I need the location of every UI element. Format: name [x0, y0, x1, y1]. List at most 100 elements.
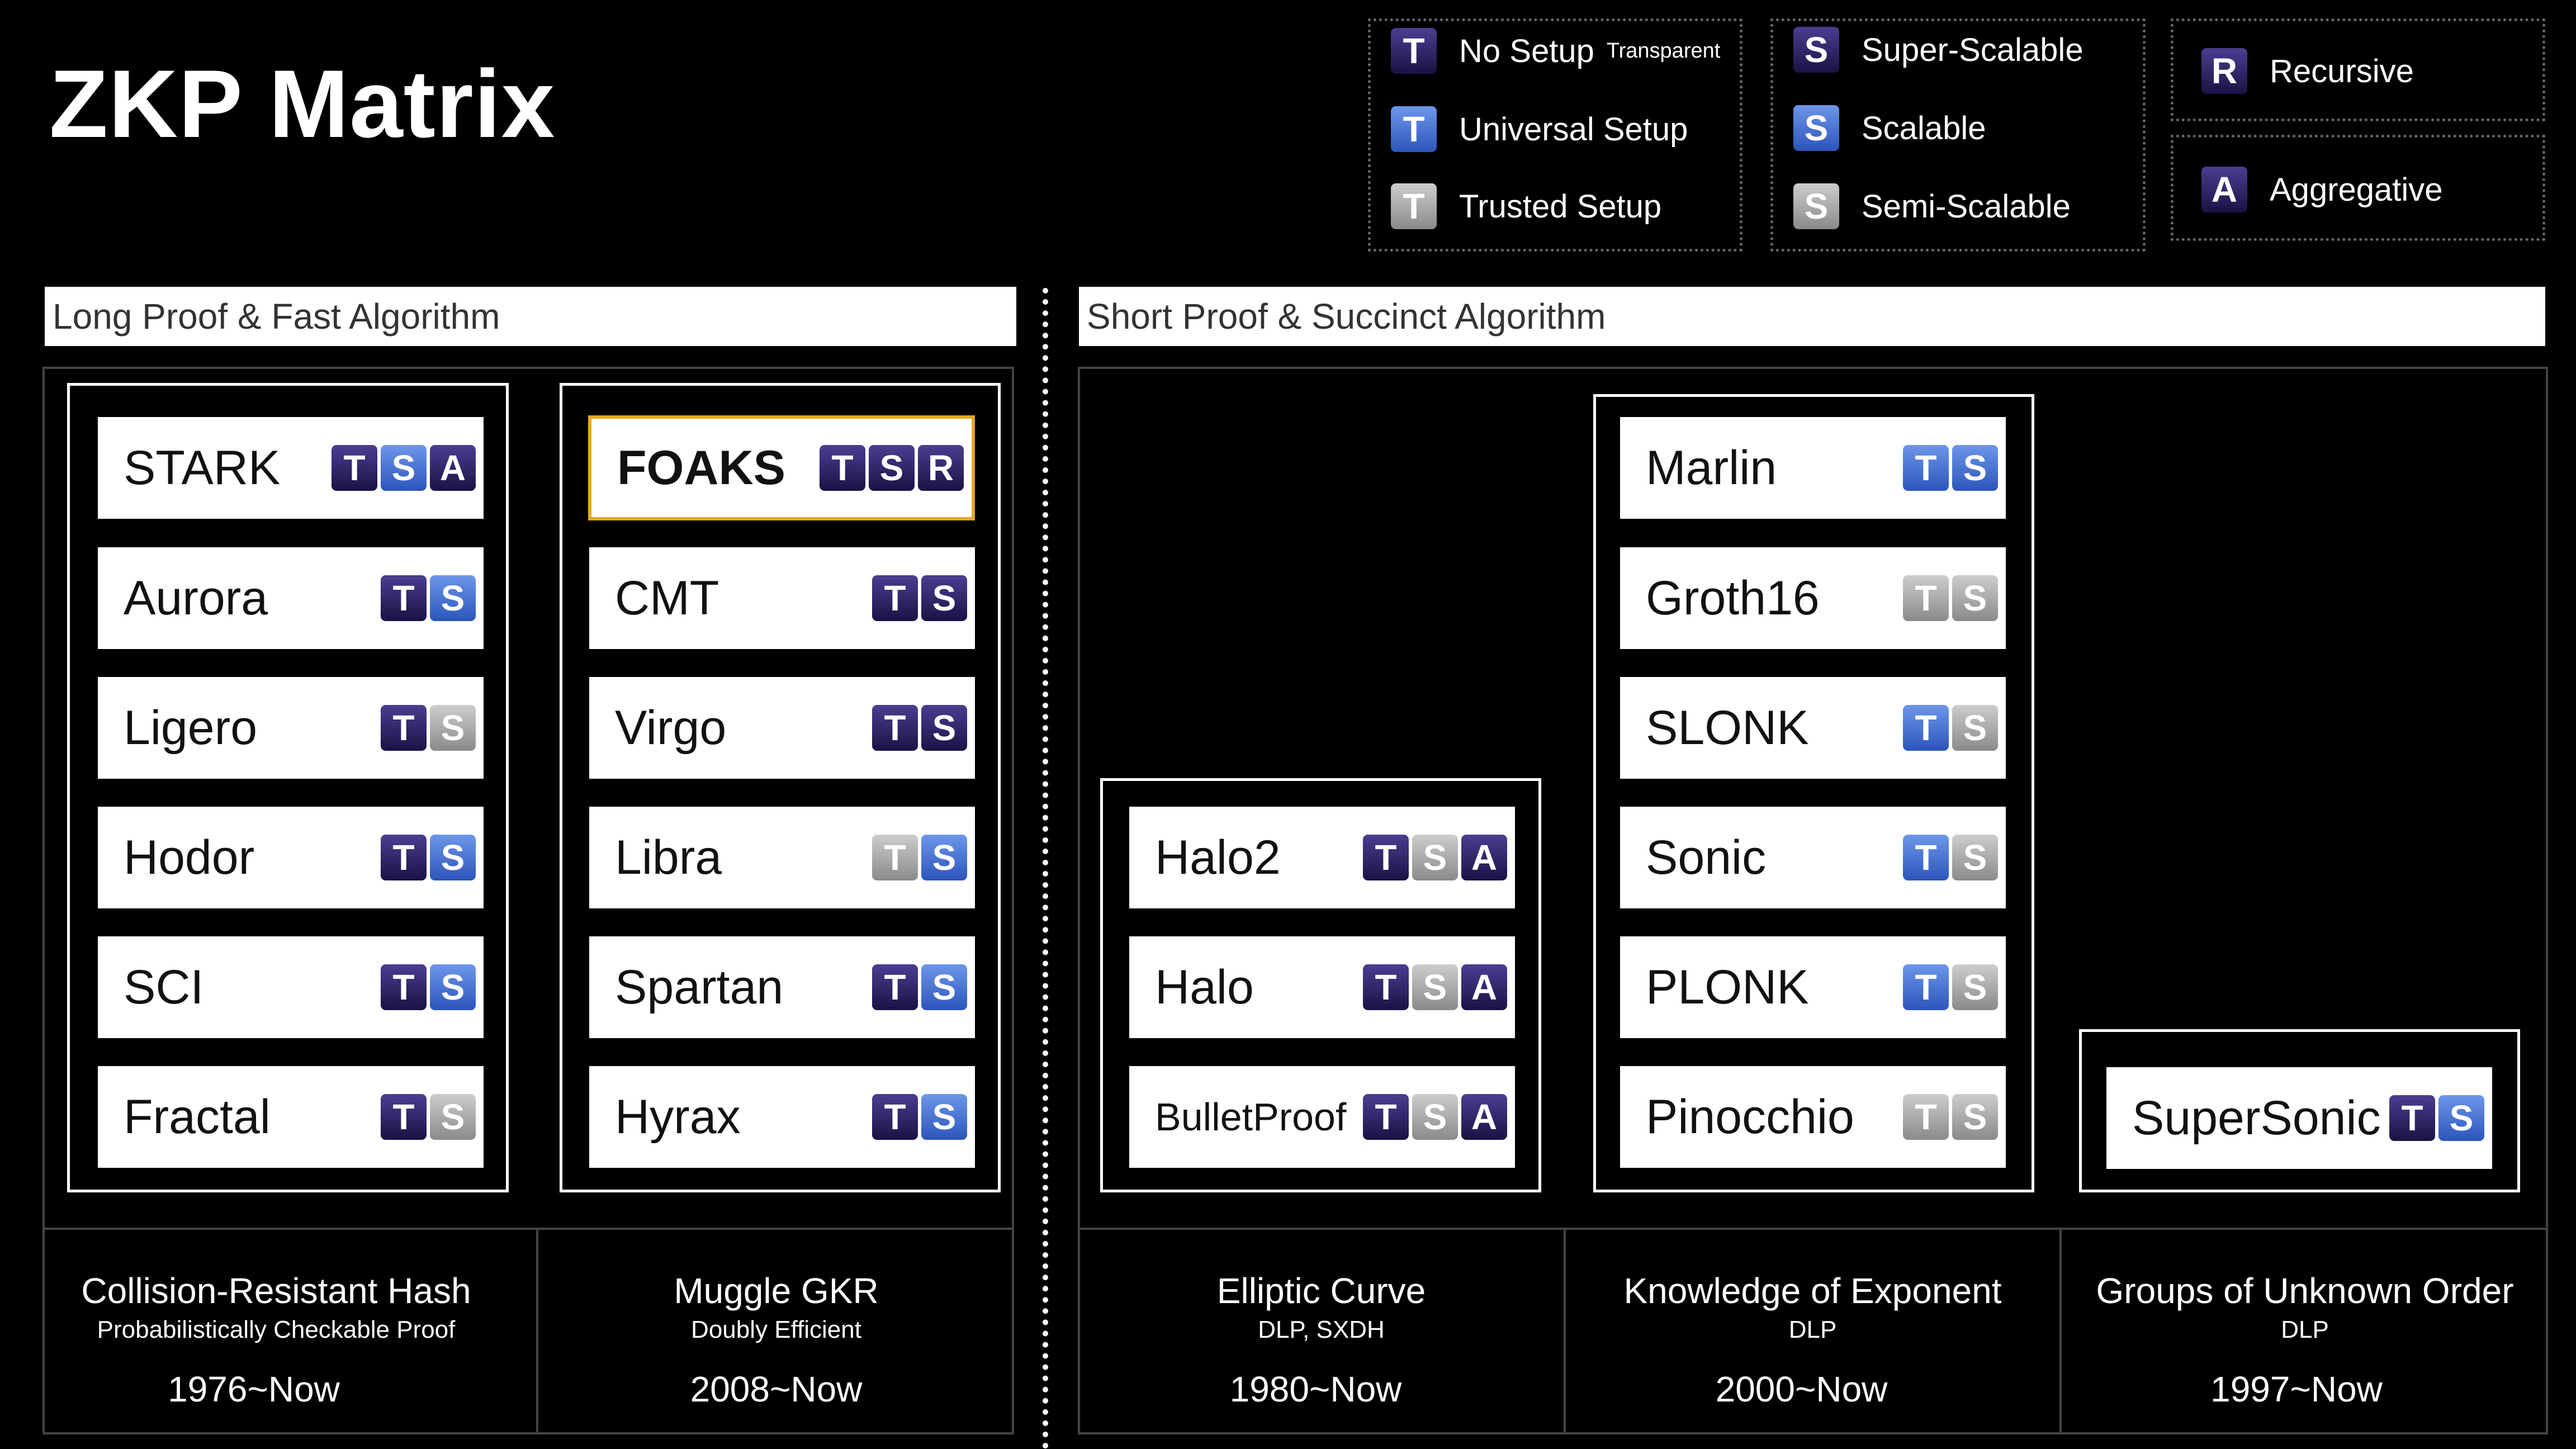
semi-scalable-badge-icon: S	[1952, 1094, 1998, 1140]
scalable-badge-icon: S	[921, 1094, 967, 1140]
column-label-koe: Knowledge of Exponent DLP 2000~Now	[1566, 1270, 2059, 1410]
semi-scalable-badge-icon: S	[430, 1094, 476, 1140]
column-label-gkr: Muggle GKR Doubly Efficient 2008~Now	[538, 1270, 1014, 1410]
legend-label: Super-Scalable	[1862, 31, 2083, 68]
column-years: 2000~Now	[1715, 1369, 1888, 1409]
transparent-badge-icon: T	[820, 445, 865, 491]
column-years: 1976~Now	[168, 1369, 340, 1409]
scheme-name: Groth16	[1646, 571, 1820, 625]
gkr-group-frame	[560, 383, 1001, 1192]
hash-group-frame	[67, 383, 509, 1192]
column-years: 1980~Now	[1229, 1369, 1402, 1409]
column-title: Muggle GKR	[674, 1271, 879, 1311]
scheme-name: SLONK	[1646, 700, 1809, 755]
page-title: ZKP Matrix	[49, 50, 556, 158]
koe-group-frame	[1593, 394, 2034, 1192]
legend-label: Universal Setup	[1459, 111, 1688, 148]
scheme-name: Hodor	[124, 830, 255, 884]
column-subtitle: Probabilistically Checkable Proof	[97, 1316, 456, 1343]
footer-divider-1	[536, 1228, 538, 1434]
transparent-badge-icon: T	[1363, 835, 1409, 880]
scheme-name: SuperSonic	[2132, 1091, 2381, 1145]
transparent-badge-icon: T	[872, 1094, 918, 1140]
legend-label: Semi-Scalable	[1862, 188, 2071, 225]
transparent-badge-icon: T	[1363, 1094, 1409, 1140]
scheme-name: SCI	[124, 960, 204, 1014]
column-label-hash: Collision-Resistant Hash Probabilistical…	[44, 1270, 509, 1410]
aggregative-badge-icon: A	[2201, 167, 2247, 212]
legend-label: Recursive	[2270, 53, 2414, 89]
transparent-badge-icon: T	[381, 575, 427, 621]
semi-scalable-badge-icon: S	[1412, 835, 1458, 880]
transparent-badge-icon: T	[872, 705, 918, 751]
semi-scalable-badge-icon: S	[1952, 705, 1998, 751]
scalable-badge-icon: S	[430, 835, 476, 880]
legend-scalable: S Scalable	[1793, 105, 1986, 151]
scheme-name: FOAKS	[617, 441, 785, 495]
scheme-name: Libra	[615, 830, 722, 884]
scheme-name: Ligero	[124, 700, 258, 755]
legend-sublabel: Transparent	[1606, 39, 1721, 63]
scalable-badge-icon: S	[921, 835, 967, 880]
legend-trusted-setup: T Trusted Setup	[1391, 183, 1661, 229]
scheme-name: Pinocchio	[1646, 1090, 1854, 1144]
column-title: Elliptic Curve	[1216, 1271, 1426, 1311]
scheme-name: Fractal	[124, 1090, 271, 1144]
aggregative-badge-icon: A	[430, 445, 476, 491]
universal-badge-icon: T	[1903, 835, 1949, 880]
transparent-badge-icon: T	[381, 964, 427, 1010]
column-subtitle: DLP, SXDH	[1258, 1316, 1385, 1343]
scheme-name: Spartan	[615, 960, 784, 1014]
scalable-badge-icon: S	[1793, 105, 1839, 151]
scheme-name: CMT	[615, 571, 719, 625]
aggregative-badge-icon: A	[1461, 964, 1507, 1010]
transparent-badge-icon: T	[332, 445, 377, 491]
transparent-badge-icon: T	[381, 1094, 427, 1140]
scheme-name: Marlin	[1646, 441, 1777, 495]
scalable-badge-icon: S	[2438, 1095, 2484, 1141]
scalable-badge-icon: S	[1952, 445, 1998, 491]
transparent-badge-icon: T	[381, 705, 427, 751]
legend-setup-box: T No Setup Transparent T Universal Setup…	[1368, 18, 1742, 252]
legend-label: Aggregative	[2270, 171, 2443, 208]
right-section-header: Short Proof & Succinct Algorithm	[1079, 287, 2545, 346]
transparent-badge-icon: T	[1391, 28, 1437, 74]
legend-recursive: R Recursive	[2201, 48, 2414, 94]
ec-group-frame	[1100, 778, 1541, 1192]
semi-scalable-badge-icon: S	[1412, 964, 1458, 1010]
recursive-badge-icon: R	[2201, 48, 2247, 94]
semi-scalable-badge-icon: S	[1952, 835, 1998, 880]
column-title: Collision-Resistant Hash	[81, 1271, 471, 1311]
scheme-name: Halo2	[1155, 830, 1281, 884]
aggregative-badge-icon: A	[1461, 1094, 1507, 1140]
column-years: 1997~Now	[2210, 1369, 2383, 1409]
super-scalable-badge-icon: S	[921, 575, 967, 621]
section-divider	[1043, 288, 1048, 1449]
left-region	[42, 367, 1014, 1434]
scalable-badge-icon: S	[430, 575, 476, 621]
left-section-header: Long Proof & Fast Algorithm	[45, 287, 1016, 346]
column-label-guo: Groups of Unknown Order DLP 1997~Now	[2062, 1270, 2548, 1410]
column-title: Groups of Unknown Order	[2096, 1271, 2514, 1311]
column-subtitle: DLP	[2281, 1316, 2329, 1343]
trusted-badge-icon: T	[872, 835, 918, 880]
column-subtitle: DLP	[1788, 1316, 1837, 1343]
super-scalable-badge-icon: S	[1793, 27, 1839, 73]
scalable-badge-icon: S	[381, 445, 427, 491]
legend-label: Trusted Setup	[1459, 188, 1662, 225]
aggregative-badge-icon: A	[1461, 835, 1507, 880]
